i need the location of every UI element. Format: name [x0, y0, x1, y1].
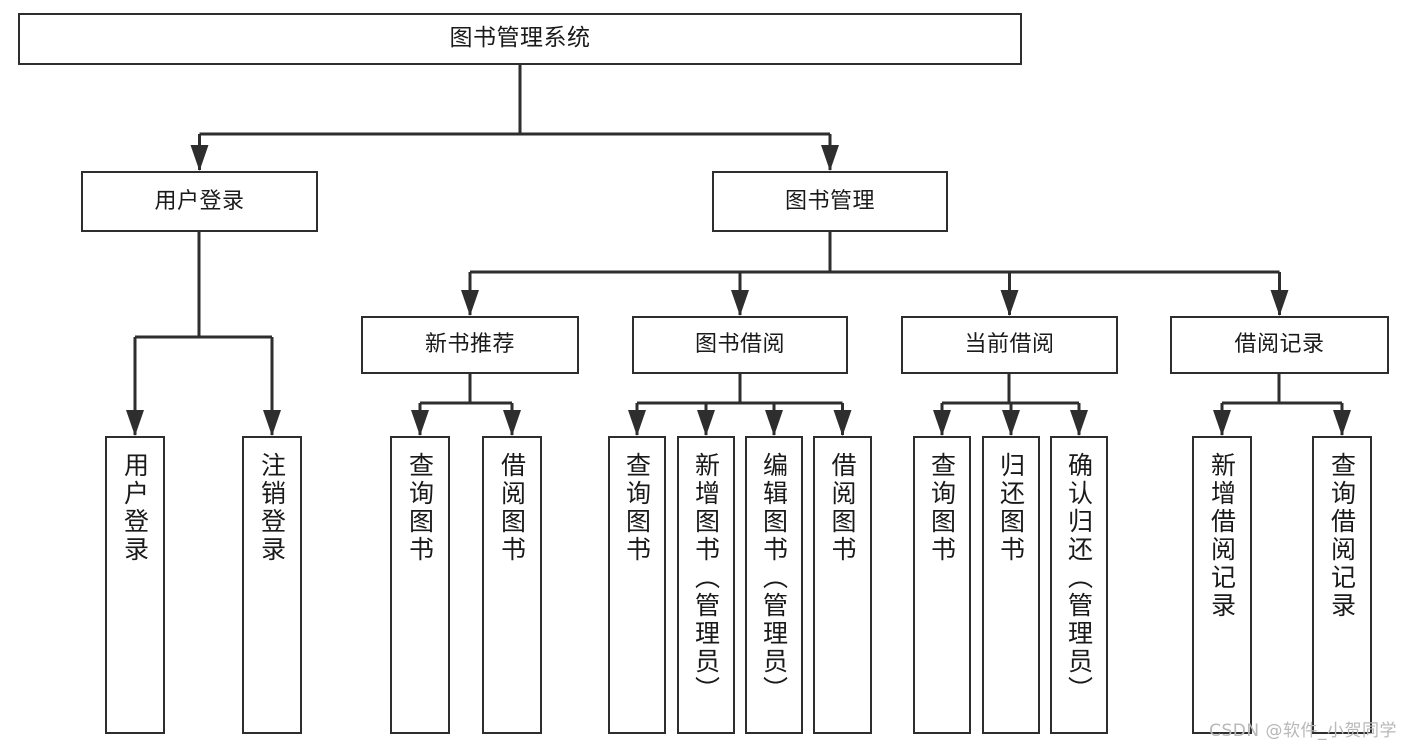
csdn-watermark: CSDN @软件_小贺同学 [1209, 721, 1397, 741]
node-label: 借阅图书 [828, 452, 857, 564]
node-label: 当前借阅 [964, 332, 1055, 358]
node-label: 用户登录 [154, 188, 245, 214]
node-root[interactable]: 图书管理系统 [18, 13, 1022, 65]
node-leaf-borrow-edit-book[interactable]: 编辑图书（管理员） [745, 436, 803, 734]
node-label: 查询图书 [622, 452, 652, 564]
node-new-book-rec[interactable]: 新书推荐 [361, 316, 579, 374]
node-label: 注销登录 [257, 452, 287, 564]
node-label: 图书管理 [784, 188, 875, 214]
node-label: 用户登录 [120, 452, 150, 564]
node-label: 查询图书 [405, 452, 435, 564]
node-leaf-current-return-book[interactable]: 归还图书 [982, 436, 1040, 734]
node-current-borrow[interactable]: 当前借阅 [901, 316, 1118, 374]
node-leaf-user-logout[interactable]: 注销登录 [242, 436, 302, 734]
node-leaf-current-query-book[interactable]: 查询图书 [913, 436, 971, 734]
node-book-manage[interactable]: 图书管理 [712, 171, 948, 232]
node-leaf-record-query[interactable]: 查询借阅记录 [1312, 436, 1372, 734]
node-label: 编辑图书（管理员） [759, 452, 789, 704]
node-label: 新增图书（管理员） [691, 452, 721, 704]
node-leaf-current-confirm-return[interactable]: 确认归还（管理员） [1050, 436, 1108, 734]
node-label: 借阅图书 [497, 452, 527, 564]
node-leaf-record-add[interactable]: 新增借阅记录 [1192, 436, 1252, 734]
node-leaf-borrow-query-book[interactable]: 查询图书 [608, 436, 666, 734]
node-label: 图书管理系统 [449, 25, 591, 52]
node-leaf-borrow-add-book[interactable]: 新增图书（管理员） [677, 436, 735, 734]
node-label: 查询图书 [927, 452, 957, 564]
node-leaf-rec-borrow-book[interactable]: 借阅图书 [482, 436, 542, 734]
node-user-login[interactable]: 用户登录 [81, 171, 318, 232]
node-label: 新书推荐 [424, 332, 515, 358]
node-book-borrow[interactable]: 图书借阅 [632, 316, 848, 374]
node-label: 借阅记录 [1234, 332, 1325, 358]
node-leaf-borrow-borrow-book[interactable]: 借阅图书 [813, 436, 872, 734]
node-label: 查询借阅记录 [1327, 452, 1357, 620]
node-label: 确认归还（管理员） [1064, 452, 1094, 704]
node-borrow-record[interactable]: 借阅记录 [1170, 316, 1389, 374]
node-label: 图书借阅 [694, 332, 785, 358]
node-leaf-rec-query-book[interactable]: 查询图书 [390, 436, 450, 734]
node-leaf-user-login[interactable]: 用户登录 [105, 436, 165, 734]
node-label: 新增借阅记录 [1207, 452, 1237, 620]
node-label: 归还图书 [996, 452, 1026, 564]
